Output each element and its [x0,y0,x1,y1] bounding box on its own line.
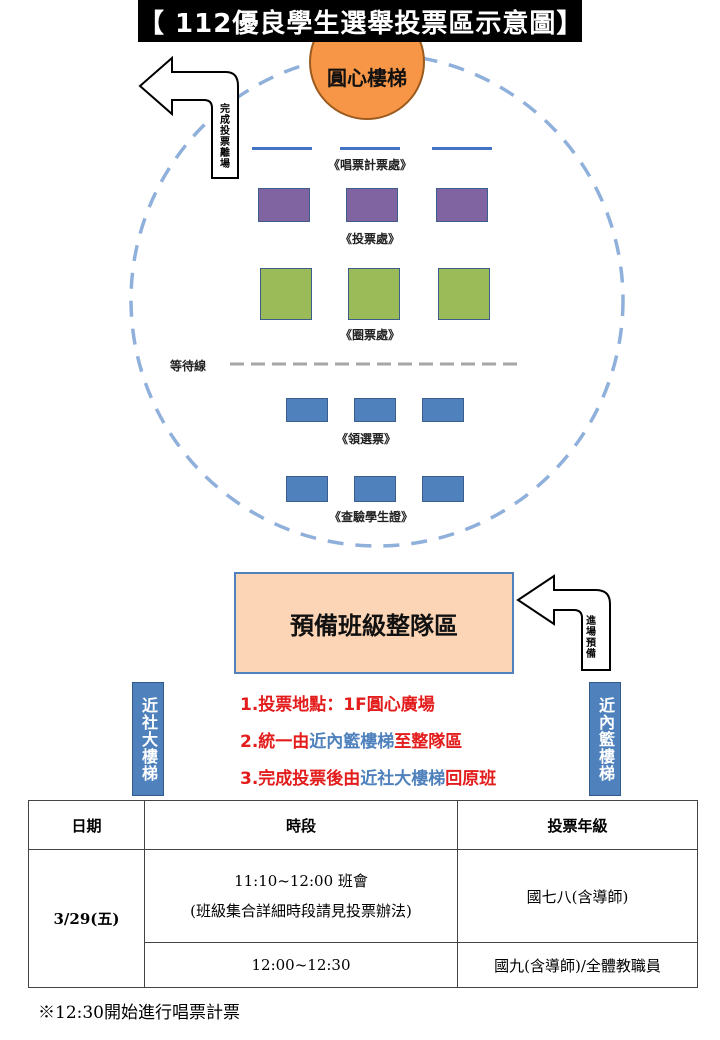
ballot-desk [286,398,328,422]
ballot-box-label: 《投票處》 [339,232,400,246]
table-header-row: 日期 時段 投票年級 [28,800,698,850]
counting-desk [432,147,492,150]
counting-label: 《唱票計票處》 [327,158,412,172]
time-cell: 12:00~12:30 [144,942,458,988]
note-line: 3.完成投票後由近社大樓梯回原班 [240,764,580,789]
note-text: 回原班 [445,769,497,789]
ballot-box [258,188,310,222]
schedule-table: 日期 時段 投票年級 3/29(五) 11:10~12:00 班會 (班級集合詳… [28,800,698,988]
ballot-desk [354,398,396,422]
waiting-line-label: 等待線 [170,359,207,373]
prep-area: 預備班級整隊區 [234,572,514,674]
header-date: 日期 [28,800,145,850]
enter-arrow-label: 進場預備 [586,616,596,660]
time-line-2: (班級集合詳細時段請見投票辦法) [190,902,412,920]
ballot-desk [422,398,464,422]
note-text: 3.完成投票後由 [240,769,361,789]
exit-arrow-label: 完成投票離場 [220,104,230,170]
note-text: 1.投票地點：1F圓心廣場 [240,695,435,715]
marking-booth [348,268,400,320]
marking-booth [438,268,490,320]
notes: 1.投票地點：1F圓心廣場 2.統一由近內籃樓梯至整隊區 3.完成投票後由近社大樓梯… [240,690,580,801]
note-text: 至整隊區 [394,732,463,752]
ballot-box [436,188,488,222]
header-grade: 投票年級 [457,800,698,850]
exit-arrow-icon [138,55,239,179]
date-cell: 3/29(五) [28,849,145,988]
note-highlight: 近社大樓梯 [360,769,446,789]
table-row: 12:00~12:30 國九(含導師)/全體教職員 [29,942,698,988]
note-line: 2.統一由近內籃樓梯至整隊區 [240,727,580,752]
id-check-desk [286,476,328,502]
time-cell: 11:10~12:00 班會 (班級集合詳細時段請見投票辦法) [144,849,458,943]
id-check-desk [422,476,464,502]
marking-label: 《圈票處》 [339,328,400,342]
ballot-box [346,188,398,222]
check-id-label: 《查驗學生證》 [328,510,413,524]
center-stairs-label: 圓心樓梯 [327,66,407,90]
header-time: 時段 [144,800,458,850]
grade-cell: 國七八(含導師) [457,849,698,943]
enter-arrow-icon [516,574,611,671]
page-title-overlay: 【 112優良學生選舉投票區示意圖】 [138,0,582,42]
marking-booth [260,268,312,320]
counting-desk [252,147,312,150]
footer-note: ※12:30開始進行唱票計票 [38,1003,240,1023]
table-row: 3/29(五) 11:10~12:00 班會 (班級集合詳細時段請見投票辦法) … [28,849,698,988]
grade-cell: 國九(含導師)/全體教職員 [457,942,698,988]
left-stair-box: 近社大樓梯 [132,682,164,796]
id-check-desk [354,476,396,502]
right-stair-box: 近內籃樓梯 [589,682,621,796]
note-line: 1.投票地點：1F圓心廣場 [240,690,580,715]
get-ballot-label: 《領選票》 [335,432,396,446]
time-line-1: 11:10~12:00 班會 [234,872,368,890]
note-text: 2.統一由 [240,732,310,752]
note-highlight: 近內籃樓梯 [309,732,395,752]
counting-desk [340,147,400,150]
